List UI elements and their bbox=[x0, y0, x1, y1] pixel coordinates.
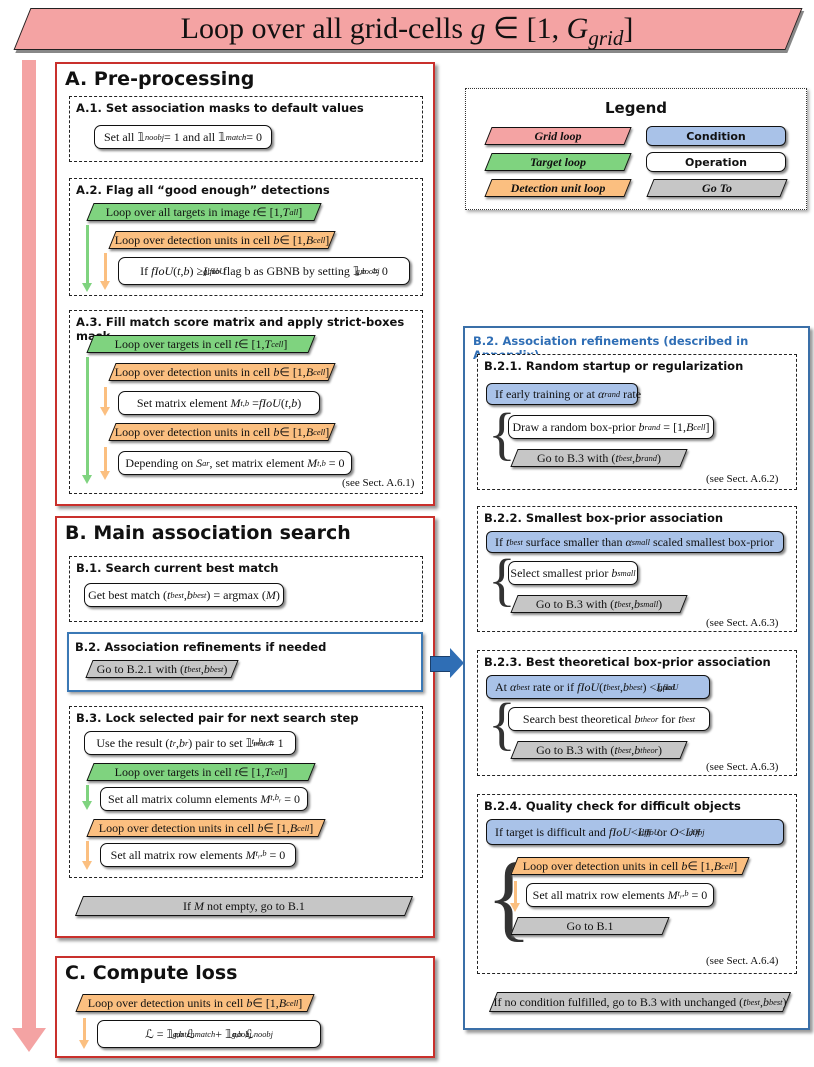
a3-detection-loop-2: Loop over detection units in cell b ∈ [1… bbox=[108, 423, 336, 441]
subsection-b21: B.2.1. Random startup or regularization … bbox=[477, 354, 797, 490]
b21-title: B.2.1. Random startup or regularization bbox=[484, 359, 744, 373]
b22-title: B.2.2. Smallest box-prior association bbox=[484, 511, 724, 525]
a3-see-ref: (see Sect. A.6.1) bbox=[342, 477, 415, 489]
b1-title: B.1. Search current best match bbox=[76, 561, 279, 575]
section-c-title: C. Compute loss bbox=[65, 962, 238, 984]
a3-detection-loop-1: Loop over detection units in cell b ∈ [1… bbox=[108, 363, 336, 381]
b3-detection-loop: Loop over detection units in cell b ∈ [1… bbox=[86, 819, 326, 837]
legend-condition: Condition bbox=[646, 126, 786, 146]
b24-see-ref: (see Sect. A.6.4) bbox=[706, 955, 779, 967]
a2-orange-arrow bbox=[100, 253, 110, 290]
a3-orange-arrow-2 bbox=[100, 447, 110, 480]
subsection-a2: A.2. Flag all “good enough” detections L… bbox=[69, 178, 423, 296]
section-b-title: B. Main association search bbox=[65, 522, 351, 544]
b23-title: B.2.3. Best theoretical box-prior associ… bbox=[484, 655, 771, 669]
c-detection-loop: Loop over detection units in cell b ∈ [1… bbox=[75, 994, 315, 1012]
b24-goto: Go to B.1 bbox=[510, 917, 670, 935]
section-a-title: A. Pre-processing bbox=[65, 68, 255, 90]
a3-green-arrow bbox=[82, 357, 92, 484]
subsection-b2: B.2. Association refinements if needed G… bbox=[67, 632, 423, 692]
section-b2-refinements: B.2. Association refinements (described … bbox=[463, 326, 810, 1030]
legend-target-loop: Target loop bbox=[484, 153, 632, 171]
legend-title: Legend bbox=[604, 99, 668, 117]
b2-title: B.2. Association refinements if needed bbox=[75, 640, 327, 654]
subsection-a1: A.1. Set association masks to default va… bbox=[69, 96, 423, 162]
legend: Legend Grid loop Condition Target loop O… bbox=[465, 88, 807, 210]
b-loop-goto: If M not empty, go to B.1 bbox=[74, 896, 414, 916]
grid-loop-banner: Loop over all grid-cells g ∈ [1, Ggrid] bbox=[180, 12, 634, 50]
a2-green-arrow bbox=[82, 225, 92, 292]
b3-title: B.3. Lock selected pair for next search … bbox=[76, 711, 359, 725]
a3-orange-arrow-1 bbox=[100, 387, 110, 416]
a2-target-loop: Loop over all targets in image t ∈ [1, T… bbox=[86, 203, 322, 221]
legend-goto: Go To bbox=[646, 179, 788, 197]
b24-orange-arrow bbox=[510, 881, 520, 912]
subsection-b23: B.2.3. Best theoretical box-prior associ… bbox=[477, 650, 797, 776]
banner-label: Loop over all grid-cells bbox=[180, 12, 464, 45]
b22-see-ref: (see Sect. A.6.3) bbox=[706, 617, 779, 629]
subsection-b3: B.3. Lock selected pair for next search … bbox=[69, 706, 423, 878]
b24-title: B.2.4. Quality check for difficult objec… bbox=[484, 799, 741, 813]
b24-detection-loop: Loop over detection units in cell b ∈ [1… bbox=[510, 857, 750, 875]
subsection-b24: B.2.4. Quality check for difficult objec… bbox=[477, 794, 797, 974]
b21-see-ref: (see Sect. A.6.2) bbox=[706, 473, 779, 485]
section-c: C. Compute loss Loop over detection unit… bbox=[55, 956, 435, 1058]
a2-detection-loop: Loop over detection units in cell b ∈ [1… bbox=[108, 231, 336, 249]
a2-title: A.2. Flag all “good enough” detections bbox=[76, 183, 330, 197]
section-b: B. Main association search B.1. Search c… bbox=[55, 516, 435, 938]
legend-grid-loop: Grid loop bbox=[484, 127, 632, 145]
a1-title: A.1. Set association masks to default va… bbox=[76, 101, 364, 115]
legend-operation: Operation bbox=[646, 152, 786, 172]
grid-loop-arrow bbox=[22, 60, 36, 1030]
refinements-final-goto: If no condition fulfilled, go to B.3 wit… bbox=[488, 992, 792, 1012]
subsection-b22: B.2.2. Smallest box-prior association If… bbox=[477, 506, 797, 632]
subsection-b1: B.1. Search current best match Get best … bbox=[69, 556, 423, 622]
grid-loop-arrow-head bbox=[12, 1028, 46, 1052]
c-orange-arrow bbox=[79, 1018, 89, 1049]
b2-to-refinements-arrow bbox=[430, 656, 452, 672]
b3-orange-arrow bbox=[82, 841, 92, 870]
b2-to-refinements-arrow-head bbox=[450, 648, 464, 678]
b3-green-arrow bbox=[82, 785, 92, 810]
subsection-a3: A.3. Fill match score matrix and apply s… bbox=[69, 310, 423, 494]
legend-detection-loop: Detection unit loop bbox=[484, 179, 632, 197]
section-a: A. Pre-processing A.1. Set association m… bbox=[55, 62, 435, 506]
b23-see-ref: (see Sect. A.6.3) bbox=[706, 761, 779, 773]
